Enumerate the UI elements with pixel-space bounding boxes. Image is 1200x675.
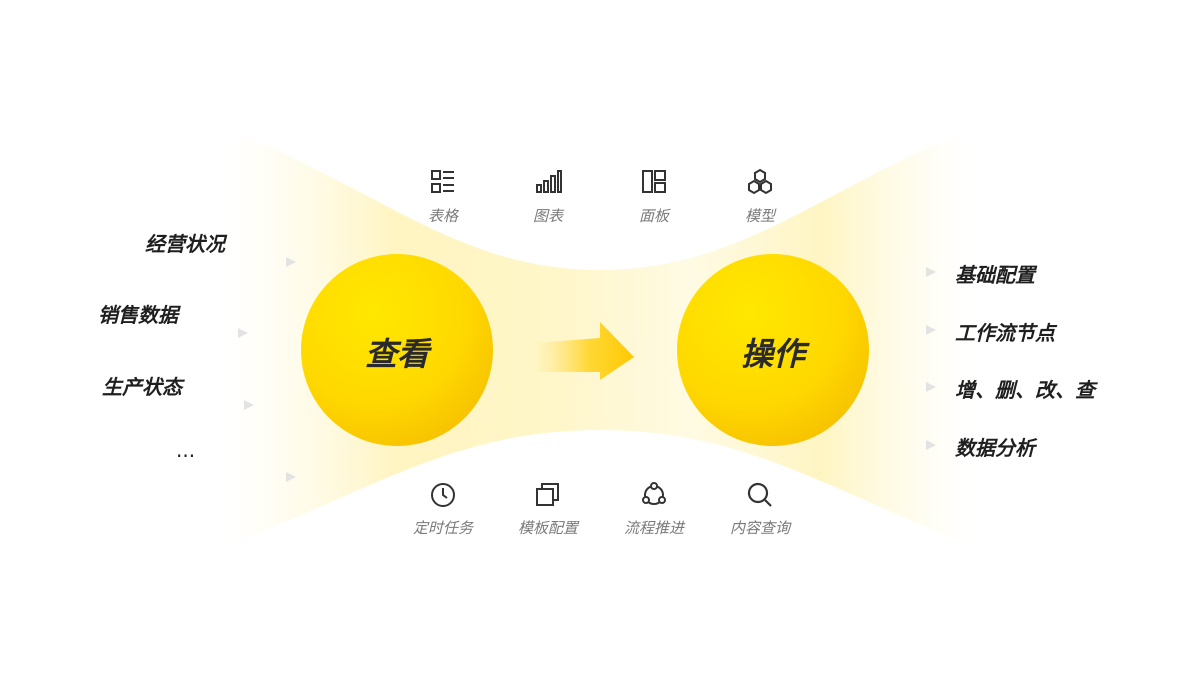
left-input-ellipsis: ... — [176, 438, 196, 462]
right-output-label: 数据分析 — [955, 436, 1035, 460]
operate-circle — [677, 254, 869, 446]
search-icon — [745, 480, 775, 510]
right-output-label: 增、删、改、查 — [955, 378, 1095, 402]
left-input-arrows — [130, 257, 296, 482]
view-label: 查看 — [364, 335, 429, 373]
clock-icon — [428, 480, 458, 510]
table-list-icon — [428, 167, 458, 197]
operate-label: 操作 — [740, 335, 805, 373]
template-copy-icon — [533, 480, 563, 510]
right-output-arrows — [830, 267, 936, 450]
model-hexagons-icon — [745, 167, 775, 197]
feature-label-panel: 面板 — [638, 207, 669, 225]
feature-label-model: 模型 — [744, 207, 775, 225]
feature-label-scheduled-task: 定时任务 — [412, 519, 473, 537]
feature-label-chart: 图表 — [532, 207, 563, 225]
feature-label-table: 表格 — [427, 207, 458, 225]
center-arrow — [533, 322, 634, 380]
dashboard-panel-icon — [639, 167, 669, 197]
workflow-nodes-icon — [639, 480, 669, 510]
feature-label-template-config: 模板配置 — [517, 519, 578, 537]
feature-label-workflow: 流程推进 — [623, 519, 684, 537]
bar-chart-icon — [533, 167, 563, 197]
left-input-label: 销售数据 — [98, 303, 178, 327]
left-input-label: 生产状态 — [102, 375, 182, 399]
feature-label-content-query: 内容查询 — [729, 519, 790, 537]
right-output-label: 基础配置 — [955, 263, 1035, 287]
view-circle — [301, 254, 493, 446]
right-output-label: 工作流节点 — [955, 321, 1055, 345]
left-input-label: 经营状况 — [145, 232, 225, 256]
